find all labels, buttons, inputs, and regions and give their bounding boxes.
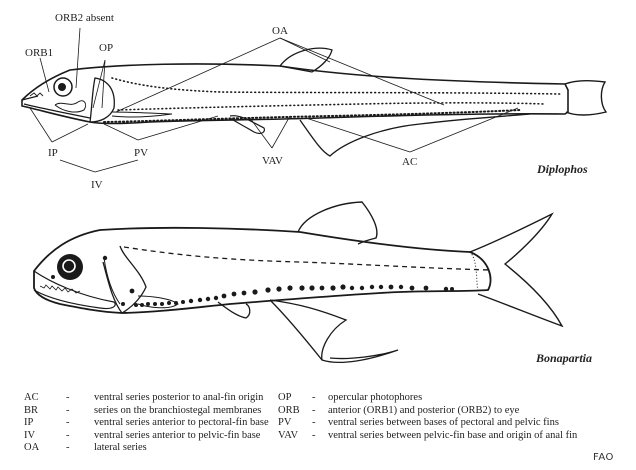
- diplophos-oa-row: [111, 77, 561, 95]
- diplophos-caudal-fin: [564, 79, 608, 116]
- legend-item: IP - ventral series anterior to pectoral-f…: [24, 417, 269, 430]
- diplophos-body-outline: [21, 63, 569, 125]
- legend-desc: ventral series posterior to anal-fin ori…: [94, 392, 264, 403]
- diplophos-upper-ventral-row: [117, 102, 546, 111]
- bonapartia-drawing: [33, 201, 564, 363]
- legend-sep: -: [312, 392, 316, 403]
- label-orb1: ORB1: [25, 47, 53, 59]
- label-vav: VAV: [262, 155, 283, 167]
- legend-desc: ventral series between bases of pectoral…: [328, 417, 559, 429]
- legend-item: VAV -ventral series between pelvic-fin ba…: [278, 430, 577, 443]
- label-oa: OA: [272, 25, 288, 37]
- bonapartia-dorsal-fin: [297, 201, 378, 245]
- label-ac: AC: [402, 156, 417, 168]
- diplophos-dorsal-fin: [278, 47, 333, 73]
- label-iv: IV: [91, 179, 103, 191]
- legend-desc: ventral series between pelvic-fin base a…: [328, 429, 578, 441]
- bonapartia-lateral-line: [123, 246, 491, 271]
- bonapartia-pelvic-fin: [217, 301, 251, 319]
- legend-sep: -: [312, 417, 316, 429]
- diplophos-operculum: [89, 77, 115, 123]
- legend-item: IV - ventral series anterior to pelvic-fin…: [24, 430, 269, 443]
- diplophos-pupil: [58, 83, 66, 91]
- legend-sep: -: [66, 404, 70, 416]
- species-name-diplophos: Diplophos: [536, 162, 588, 176]
- legend-desc: ventral series anterior to pectoral-fin …: [94, 417, 269, 429]
- label-ip: IP: [48, 147, 58, 159]
- legend-sep: -: [66, 392, 70, 403]
- legend-abbr: AC: [24, 392, 39, 403]
- bonapartia-eye: [57, 254, 83, 280]
- legend-abbr: VAV: [278, 429, 299, 441]
- legend-sep: -: [66, 417, 70, 429]
- bonapartia-teeth: [39, 284, 81, 294]
- legend-item: AC - ventral series posterior to anal-fin …: [24, 392, 269, 405]
- legend-desc: lateral series: [94, 442, 147, 454]
- legend-abbr: BR: [24, 404, 39, 416]
- bonapartia-caudal-fin: [469, 212, 564, 328]
- legend-item: OP - opercular photophores: [278, 392, 577, 405]
- bonapartia-operculum: [102, 245, 147, 314]
- diplophos-pectoral-fin: [111, 111, 173, 118]
- legend-desc: series on the branchiostegal membranes: [94, 404, 262, 416]
- legend-abbr: IP: [24, 417, 34, 429]
- legend-sep: -: [66, 442, 70, 454]
- legend-right-column: OP-opercular photophores ORB-anterior (O…: [278, 392, 577, 442]
- legend-sep: -: [66, 429, 70, 441]
- legend-item: PV -ventral series between bases of pecto…: [278, 417, 577, 430]
- bonapartia-jaw: [33, 270, 116, 310]
- diplophos-jaw: [21, 95, 91, 119]
- label-orb2-absent: ORB2 absent: [55, 12, 114, 24]
- legend-desc: opercular photophores: [328, 392, 423, 403]
- legend-sep: -: [312, 429, 316, 441]
- legend-sep: -: [312, 404, 316, 416]
- diplophos-teeth: [29, 92, 44, 97]
- diplophos-lower-ventral-row: [103, 109, 521, 123]
- label-pv: PV: [134, 147, 148, 159]
- legend-item: BR - series on the branchiostegal membrane…: [24, 405, 269, 418]
- diplophos-leader-lines: [29, 27, 519, 173]
- legend-abbr: IV: [24, 429, 36, 441]
- legend-item: OA - lateral series: [24, 442, 269, 455]
- bonapartia-caudal-base: [469, 251, 479, 293]
- bonapartia-eye-ring: [62, 259, 76, 273]
- bonapartia-photophores: [51, 255, 454, 307]
- species-name-bonapartia: Bonapartia: [535, 351, 592, 365]
- legend-left-column: AC - ventral series posterior to anal-fin …: [24, 392, 269, 455]
- legend-desc: anterior (ORB1) and posterior (ORB2) to …: [328, 404, 520, 416]
- legend-abbr: ORB: [278, 404, 300, 416]
- legend-item: ORB-anterior (ORB1) and posterior (ORB2)…: [278, 405, 577, 418]
- bonapartia-body-outline: [33, 226, 492, 314]
- diplophos-cheek: [54, 100, 87, 113]
- diplophos-anal-fin: [299, 113, 531, 157]
- bonapartia-anal-fin-edge: [269, 299, 323, 361]
- bonapartia-anal-fin: [269, 299, 399, 363]
- diplophos-eye: [53, 77, 73, 97]
- legend-abbr: PV: [278, 417, 292, 429]
- legend-abbr: OP: [278, 392, 292, 403]
- bonapartia-preoperculum: [103, 257, 121, 305]
- legend-abbr: OA: [24, 442, 40, 454]
- credit-fao: FAO: [593, 452, 614, 463]
- legend-desc: ventral series anterior to pelvic-fin ba…: [94, 429, 261, 441]
- label-op: OP: [99, 42, 113, 54]
- diplophos-drawing: [21, 47, 608, 157]
- bonapartia-pectoral-fin: [137, 295, 179, 309]
- diplophos-photophores: [103, 77, 561, 123]
- diplophos-pelvic-fin: [229, 115, 265, 134]
